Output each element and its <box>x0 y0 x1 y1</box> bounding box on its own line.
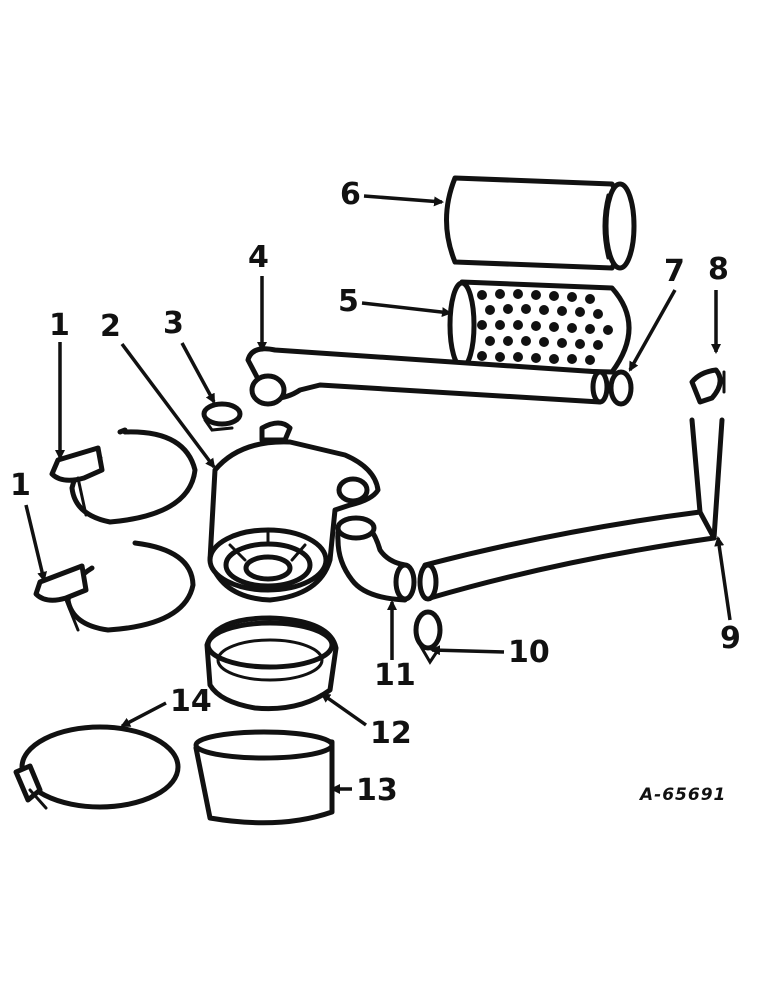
bowl <box>193 729 335 826</box>
mounting-band-upper <box>49 427 198 525</box>
callout-8: 8 <box>708 252 729 354</box>
svg-text:10: 10 <box>508 635 550 670</box>
hose-clamp <box>413 609 443 665</box>
svg-text:4: 4 <box>248 240 269 275</box>
callout-14: 14 <box>120 684 212 728</box>
callout-7: 7 <box>628 254 685 372</box>
svg-text:6: 6 <box>340 177 361 212</box>
elbow <box>335 515 417 603</box>
callout-12: 12 <box>320 692 412 751</box>
svg-text:14: 14 <box>170 684 212 719</box>
callout-11: 11 <box>374 600 416 693</box>
bowl-clamp <box>13 724 181 810</box>
mounting-band-lower <box>33 540 196 633</box>
svg-text:2: 2 <box>100 309 121 344</box>
reference-number: A-65691 <box>638 785 726 805</box>
callout-2: 2 <box>100 309 216 469</box>
svg-text:1: 1 <box>49 308 70 343</box>
callout-5: 5 <box>338 284 452 319</box>
svg-text:5: 5 <box>338 284 359 319</box>
svg-text:13: 13 <box>356 773 398 808</box>
hose <box>417 417 725 602</box>
small-clamp <box>201 401 243 432</box>
callout-1a: 1 <box>49 308 70 460</box>
callout-13: 13 <box>330 773 398 808</box>
callout-1b: 1 <box>10 468 47 582</box>
outer-filter-element <box>444 175 637 271</box>
callout-3: 3 <box>163 306 216 404</box>
callout-4: 4 <box>248 240 269 352</box>
air-cleaner-body <box>207 420 381 603</box>
callout-6: 6 <box>340 177 444 212</box>
svg-text:11: 11 <box>374 658 416 693</box>
gasket <box>608 369 634 407</box>
svg-text:12: 12 <box>370 716 412 751</box>
svg-text:8: 8 <box>708 252 729 287</box>
inner-filter-element <box>447 279 632 375</box>
callout-10: 10 <box>430 635 550 670</box>
callout-9: 9 <box>714 536 741 656</box>
oil-cup <box>204 615 339 712</box>
rain-cap <box>689 367 726 405</box>
svg-text:3: 3 <box>163 306 184 341</box>
svg-text:7: 7 <box>664 254 685 289</box>
svg-text:9: 9 <box>720 621 741 656</box>
intake-pipe <box>245 346 610 407</box>
svg-text:1: 1 <box>10 468 31 503</box>
